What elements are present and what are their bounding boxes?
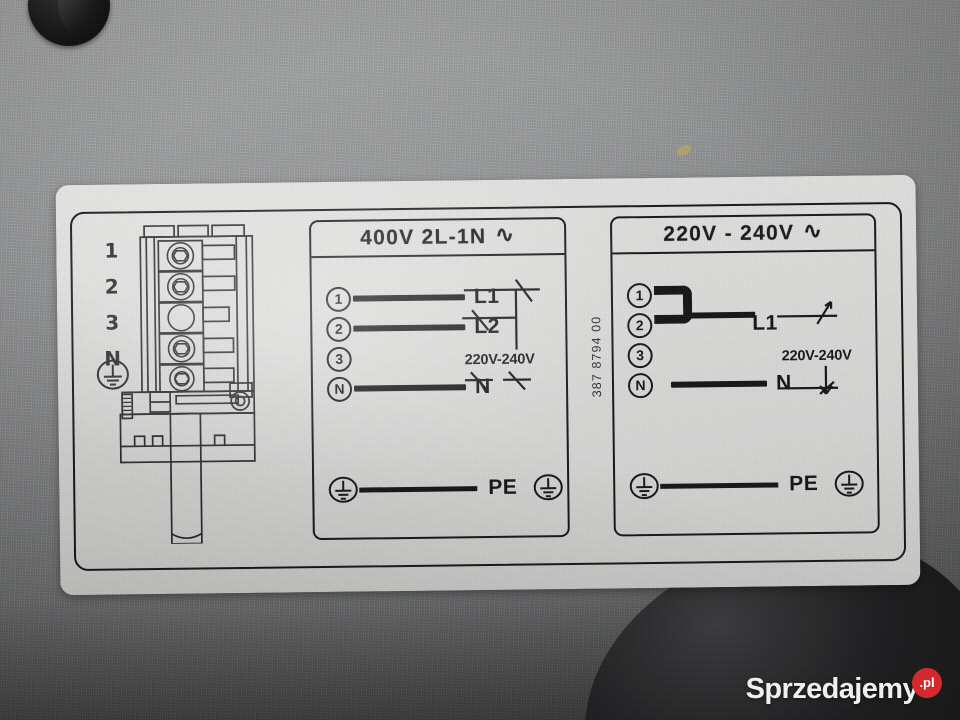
pe-row-220v-240v: PE xyxy=(629,466,865,503)
panel-400v: 400V 2L-1N ∿ 1 L1 2 L2 3 N xyxy=(308,217,570,541)
wire-line-2 xyxy=(353,324,466,332)
terminal-circle-n: N xyxy=(627,372,654,398)
terminal-circle-1: 1 xyxy=(626,282,653,308)
panel-220v-240v-title: 220V - 240V ∿ xyxy=(611,215,875,255)
voltage-note-400v: 220V-240V xyxy=(464,351,535,369)
panel-220v-240v-rows: 1 2 L1 3 N N xyxy=(612,251,877,534)
earth-ground-symbol xyxy=(96,359,129,390)
terminal-circle-3: 3 xyxy=(627,342,653,368)
watermark-text: Sprzedajemy xyxy=(745,673,919,705)
terminal-circle-1: 1 xyxy=(325,286,352,312)
row-terminal-1: 1 xyxy=(626,280,653,310)
voltage-symbol-400v-lower xyxy=(464,371,531,391)
terminal-block-drawing-svg xyxy=(96,224,256,545)
earth-ground-symbol-end xyxy=(834,470,864,497)
pe-wire-line xyxy=(660,481,779,489)
row-terminal-3: 3 xyxy=(326,344,352,374)
panel-400v-rows: 1 L1 2 L2 3 N N xyxy=(311,255,567,538)
voltage-symbol-400v xyxy=(462,278,540,350)
terminal-circle-2: 2 xyxy=(627,312,653,338)
pe-wire-line xyxy=(359,485,478,493)
voltage-symbol-220v-lower xyxy=(778,365,839,395)
terminal-bridge-wire xyxy=(685,311,756,319)
terminal-circle-3: 3 xyxy=(326,346,352,372)
terminal-circle-2: 2 xyxy=(326,316,352,342)
part-number: 387 8794 00 xyxy=(589,315,605,398)
panel-220v-240v: 220V - 240V ∿ 1 2 L1 3 N xyxy=(609,213,880,537)
wire-line-n xyxy=(670,380,768,388)
earth-ground-symbol-end xyxy=(533,474,563,501)
terminal-block-diagram: 1 2 3 N xyxy=(88,222,302,545)
ac-tilde-icon: ∿ xyxy=(803,217,824,244)
site-watermark: Sprzedajemy .pl xyxy=(745,668,942,706)
row-terminal-n: N N xyxy=(627,368,792,400)
voltage-symbol-220v-upper xyxy=(777,300,838,325)
voltage-note-220v-240v: 220V-240V xyxy=(781,347,852,365)
watermark-badge: .pl xyxy=(912,668,942,698)
panel-400v-title: 400V 2L-1N ∿ xyxy=(310,219,565,259)
terminal-bridge-jumper xyxy=(653,285,693,324)
ac-tilde-icon: ∿ xyxy=(495,221,516,247)
terminal-circle-n: N xyxy=(326,376,353,402)
earth-ground-symbol xyxy=(328,476,358,503)
wire-line-n xyxy=(354,384,467,392)
pe-label: PE xyxy=(789,471,819,496)
earth-ground-symbol xyxy=(629,473,659,500)
pe-row-400v: PE xyxy=(328,470,564,507)
wiring-label-sticker: 1 2 3 N xyxy=(55,174,921,596)
row-terminal-3: 3 xyxy=(627,340,653,370)
panel-400v-title-text: 400V 2L-1N xyxy=(360,225,487,250)
wire-line-1 xyxy=(352,294,465,302)
pe-label: PE xyxy=(488,475,518,500)
panel-220v-240v-title-text: 220V - 240V xyxy=(663,221,795,246)
